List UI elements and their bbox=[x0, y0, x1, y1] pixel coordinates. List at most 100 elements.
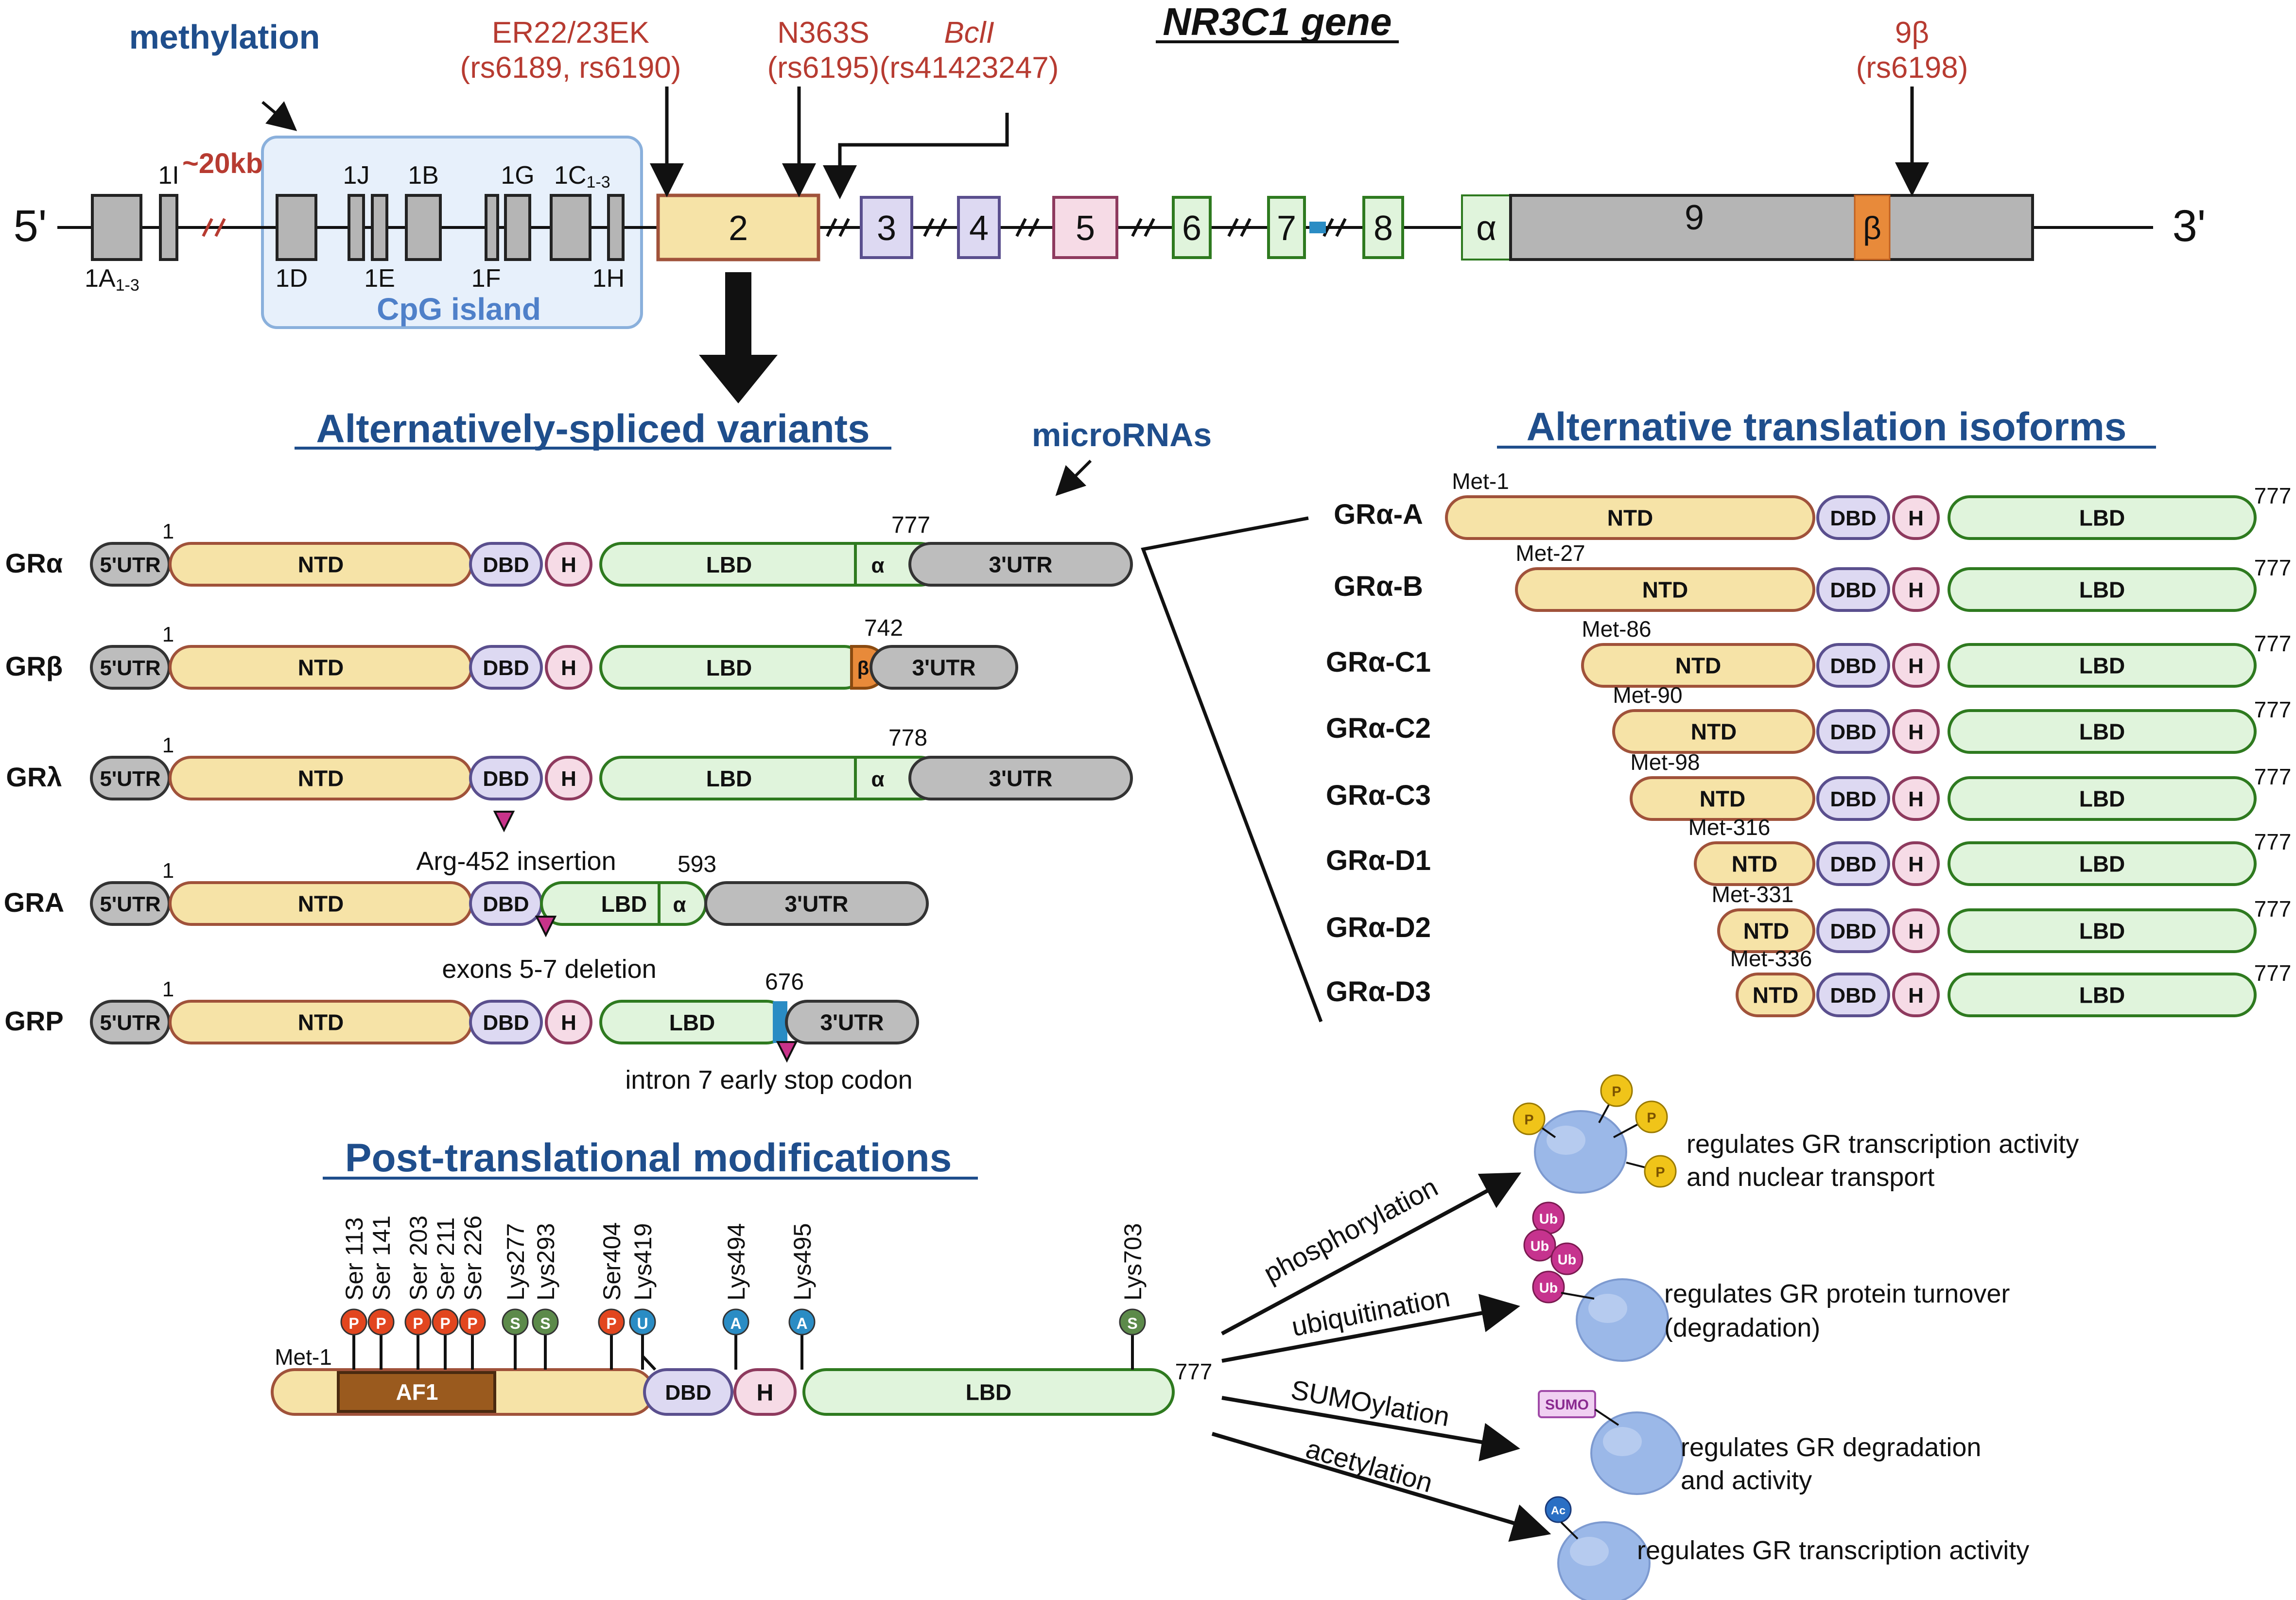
exon-9-alpha bbox=[1461, 194, 1512, 261]
phospho-tag-3-label: P bbox=[1655, 1165, 1665, 1181]
grl-insertion-marker bbox=[493, 811, 515, 833]
grb-utr3-label: 3'UTR bbox=[912, 655, 975, 680]
ptm-site-0 bbox=[340, 1308, 367, 1336]
isoform-ntd-3-label: NTD bbox=[1691, 719, 1737, 745]
ubiquitin-link bbox=[1561, 1292, 1595, 1300]
grp-h-label: H bbox=[561, 1011, 576, 1035]
grl-utr3 bbox=[908, 756, 1133, 800]
grp-utr3-label: 3'UTR bbox=[820, 1010, 884, 1035]
exon1-label-2: 1D bbox=[276, 264, 308, 293]
gene-title: NR3C1 gene bbox=[1163, 0, 1392, 43]
isoform-name-6: GRα-D2 bbox=[1326, 912, 1431, 943]
isoform-dbd-7 bbox=[1816, 973, 1890, 1017]
exon-4-label: 4 bbox=[969, 209, 989, 248]
exon-7 bbox=[1267, 196, 1306, 259]
gra-h bbox=[545, 542, 592, 587]
isoform-ntd-6-label: NTD bbox=[1743, 919, 1790, 944]
ptm-effect-text2-0: and nuclear transport bbox=[1687, 1163, 1934, 1192]
isoform-end-6: 777 bbox=[2254, 896, 2292, 922]
exon-7-label: 7 bbox=[1277, 209, 1296, 248]
grp-dbd-label: DBD bbox=[483, 1011, 529, 1035]
break-20kb-slash-a bbox=[202, 218, 213, 237]
gra2-ntd-label: NTD bbox=[298, 891, 344, 917]
grb-dbd-label: DBD bbox=[483, 656, 529, 680]
gra2-utr3 bbox=[704, 881, 929, 926]
isoform-dbd-3-label: DBD bbox=[1830, 720, 1876, 744]
isoform-lbd-7 bbox=[1948, 973, 2257, 1017]
ptm-site-1 bbox=[367, 1308, 395, 1336]
isoform-met-2: Met-86 bbox=[1582, 616, 1651, 642]
gra-connector bbox=[1141, 516, 1323, 1023]
phospho-tag-0 bbox=[1513, 1102, 1546, 1135]
isoform-ntd-5-label: NTD bbox=[1732, 852, 1778, 877]
variant-name-1: GRβ bbox=[5, 651, 63, 681]
isoform-h-3 bbox=[1892, 709, 1940, 754]
acetyl-link bbox=[1560, 1521, 1579, 1540]
variant-note-3: exons 5-7 deletion bbox=[442, 955, 656, 984]
microrna-arrow bbox=[1055, 459, 1092, 496]
isoform-lbd-2-label: LBD bbox=[2079, 653, 2125, 678]
snp-name-3: 9β bbox=[1895, 16, 1929, 50]
snp-name-1: N363S bbox=[777, 16, 870, 50]
isoform-met-6: Met-331 bbox=[1712, 882, 1794, 907]
isoform-dbd-4-label: DBD bbox=[1830, 787, 1876, 811]
isoform-ntd-0 bbox=[1445, 495, 1815, 540]
grp-ntd-label: NTD bbox=[298, 1010, 344, 1035]
exon-6 bbox=[1172, 196, 1212, 259]
exon1-1 bbox=[159, 194, 178, 261]
intron-break-3-slash-a bbox=[1131, 218, 1143, 237]
grb-beta-label: β bbox=[857, 658, 869, 679]
ptm-site-mod-10: A bbox=[796, 1315, 807, 1332]
isoform-lbd-2 bbox=[1948, 643, 2257, 688]
intron-break-2-slash-b bbox=[1028, 218, 1040, 237]
exon-9-alpha-label: α bbox=[1476, 209, 1496, 248]
isoform-lbd-4-label: LBD bbox=[2079, 786, 2125, 812]
gra2-deletion-marker bbox=[535, 916, 557, 938]
gra-dbd-label: DBD bbox=[483, 553, 529, 577]
grl-h bbox=[545, 756, 592, 800]
variant-start-0: 1 bbox=[162, 520, 174, 543]
ptm-effect-text2-1: (degradation) bbox=[1664, 1313, 1820, 1342]
ptm-effect-text1-3: regulates GR transcription activity bbox=[1637, 1536, 2029, 1565]
isoform-lbd-5 bbox=[1948, 841, 2257, 886]
exon-5 bbox=[1052, 196, 1118, 259]
exon-8 bbox=[1362, 196, 1404, 259]
ptm-site-9 bbox=[722, 1308, 749, 1336]
exon-9 bbox=[1509, 194, 2034, 261]
variant-start-4: 1 bbox=[162, 977, 174, 1001]
isoform-h-2 bbox=[1892, 643, 1940, 688]
variant-start-2: 1 bbox=[162, 733, 174, 757]
isoform-dbd-2-label: DBD bbox=[1830, 654, 1876, 678]
isoform-dbd-5-label: DBD bbox=[1830, 852, 1876, 876]
isoform-ntd-0-label: NTD bbox=[1607, 505, 1653, 531]
grb-ntd-label: NTD bbox=[298, 655, 344, 680]
ptm-af1-label: AF1 bbox=[396, 1379, 438, 1405]
phospho-tag-3 bbox=[1644, 1155, 1677, 1188]
isoform-name-0: GRα-A bbox=[1334, 499, 1423, 530]
ubiquitin-tag-1-label: Ub bbox=[1531, 1239, 1549, 1254]
isoform-lbd-0 bbox=[1948, 495, 2257, 540]
ptm-effect-arrow-3 bbox=[1211, 1432, 1551, 1542]
isoform-dbd-1-label: DBD bbox=[1830, 578, 1876, 602]
isoform-lbd-7-label: LBD bbox=[2079, 983, 2125, 1008]
isoform-dbd-6 bbox=[1816, 908, 1890, 953]
ubiquitin-tag-2-label: Ub bbox=[1558, 1252, 1576, 1268]
ptm-site-label-4: Ser 226 bbox=[459, 1216, 487, 1301]
variant-name-4: GRP bbox=[4, 1006, 63, 1036]
exon1-label-1: 1I bbox=[158, 161, 179, 190]
intron-break-0-slash-b bbox=[838, 218, 850, 237]
grb-h-label: H bbox=[561, 656, 576, 680]
variant-note-2: Arg-452 insertion bbox=[416, 847, 616, 876]
ptm-site-label-9: Lys494 bbox=[723, 1223, 750, 1301]
ptm-lbd bbox=[802, 1368, 1175, 1416]
isoform-dbd-0-label: DBD bbox=[1830, 506, 1876, 530]
ubiquitin-tag-1 bbox=[1523, 1229, 1556, 1262]
exon1-2 bbox=[276, 194, 317, 261]
grp-intron7 bbox=[773, 1001, 787, 1043]
isoform-ntd-2-label: NTD bbox=[1675, 653, 1722, 678]
isoform-h-0-label: H bbox=[1908, 506, 1924, 530]
isoform-dbd-5 bbox=[1816, 841, 1890, 886]
